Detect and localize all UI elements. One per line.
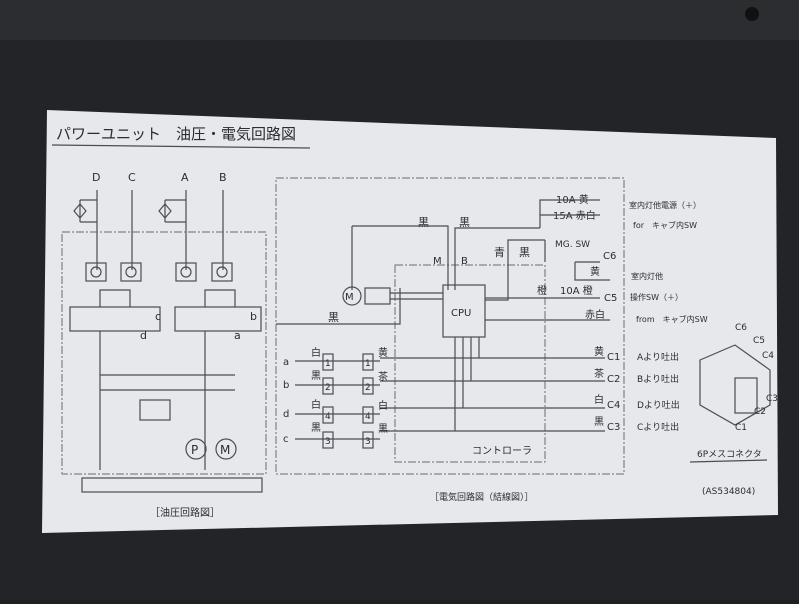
pin-c2: C2 [607,374,620,385]
terminal-b: B [461,256,468,267]
fuse-10a-orange: 10A 橙 [560,284,593,297]
note-operation-sw: 操作SW（＋） [630,292,683,302]
input-id: d [283,409,289,420]
pin-c6: C6 [603,251,616,262]
connector-pin-c1: C1 [735,423,747,433]
connector-name: 6Pメスコネクタ [697,449,762,460]
wire-black-3: 黒 [519,246,530,259]
desc-c2: Bより吐出 [637,373,679,385]
pin-number: 3 [365,437,371,447]
input-wire: 白 [311,346,321,359]
pump-symbol [185,438,207,460]
pin-number: 1 [325,359,331,369]
input-b: b 黒 2 2 茶 [283,370,388,395]
part-number: (AS534804) [702,487,755,497]
wire-black-1: 黒 [418,216,429,229]
pin-number: 2 [365,383,371,393]
pin-c1: C1 [607,352,620,363]
pin-number: 4 [325,412,331,422]
wire-black-2: 黒 [459,216,470,229]
motor-label: M [220,443,230,457]
label-plate [42,110,778,533]
note-from-cab-sw: from キャブ内SW [636,314,708,324]
desc-c1: Aより吐出 [637,351,679,363]
input-c: c 黒 3 3 黒 [283,422,388,449]
output-wire: 黒 [378,423,388,435]
note-room-light: 室内灯他 [631,271,663,281]
out-color-c4: 白 [594,393,604,406]
wire-red-white: 赤白 [585,308,605,321]
connector-pin-c2: C2 [754,407,766,417]
electric-caption: ［電気回路図（結線図）］ [430,491,534,503]
cpu-block [442,284,486,338]
connector-pin-c5: C5 [753,336,765,346]
input-id: b [283,380,289,391]
output-wire: 茶 [378,370,388,383]
hydraulic-caption: ［油圧回路図］ [150,506,220,519]
input-a: a 白 1 1 黄 [283,346,388,371]
port-c: C [128,171,136,184]
out-color-c3: 黒 [594,416,604,428]
out-color-c1: 黄 [594,345,604,358]
input-id: c [283,434,289,445]
motor-symbol [215,438,237,460]
input-wire: 黒 [311,422,321,434]
valve-label-b: b [250,310,257,323]
electric-circuit: M CPU 黒 黒 M B 黒 青 黒 MG. SW 10A 黄 15A 赤白 … [275,177,708,503]
cpu-label: CPU [451,308,471,319]
pin-number: 3 [325,437,331,447]
connector-pin-c4: C4 [762,351,774,361]
desc-c3: Cより吐出 [637,421,679,433]
port-a: A [181,171,189,184]
pin-number: 2 [325,383,331,393]
input-d: d 白 4 4 白 [283,398,388,424]
connector-pin-c6: C6 [735,323,747,333]
port-b: B [219,171,227,184]
note-room-light-power: 室内灯他電源（＋） [629,200,701,210]
controller-label: コントローラ [472,445,532,457]
hydraulic-circuit: D C A B c b d a P M ［油圧回路図］ [61,171,267,519]
note-for-cab-sw: for キャブ内SW [633,220,697,230]
input-wire: 黒 [311,370,321,382]
motor-m-label: M [345,292,354,303]
ground-wire-black: 黒 [328,311,339,324]
port-d: D [92,171,100,184]
wire-orange: 橙 [537,284,547,297]
out-color-c2: 茶 [594,367,604,380]
input-id: a [283,357,289,368]
pin-c5: C5 [604,293,617,304]
terminal-m: M [433,256,442,267]
valve-label-a: a [234,329,241,342]
output-wire: 白 [378,399,388,412]
wire-blue: 青 [494,246,505,259]
pin-number: 4 [365,412,371,422]
valve-label-d: d [140,329,147,342]
output-wire: 黄 [378,346,388,359]
pump-label: P [191,443,198,457]
mg-switch-label: MG. SW [555,240,590,250]
input-wire: 白 [311,398,321,411]
connector-6p: C6 C5 C4 C3 C2 C1 6Pメスコネクタ [689,323,778,463]
connector-pin-c3: C3 [766,394,778,404]
pin-c3: C3 [607,422,620,433]
wire-yellow-c6: 黄 [590,265,600,278]
desc-c4: Dより吐出 [637,399,680,411]
pin-c4: C4 [607,400,620,411]
valve-label-c: c [155,310,161,323]
pin-number: 1 [365,359,371,369]
diagram-title: パワーユニット 油圧・電気回路図 [56,125,296,143]
